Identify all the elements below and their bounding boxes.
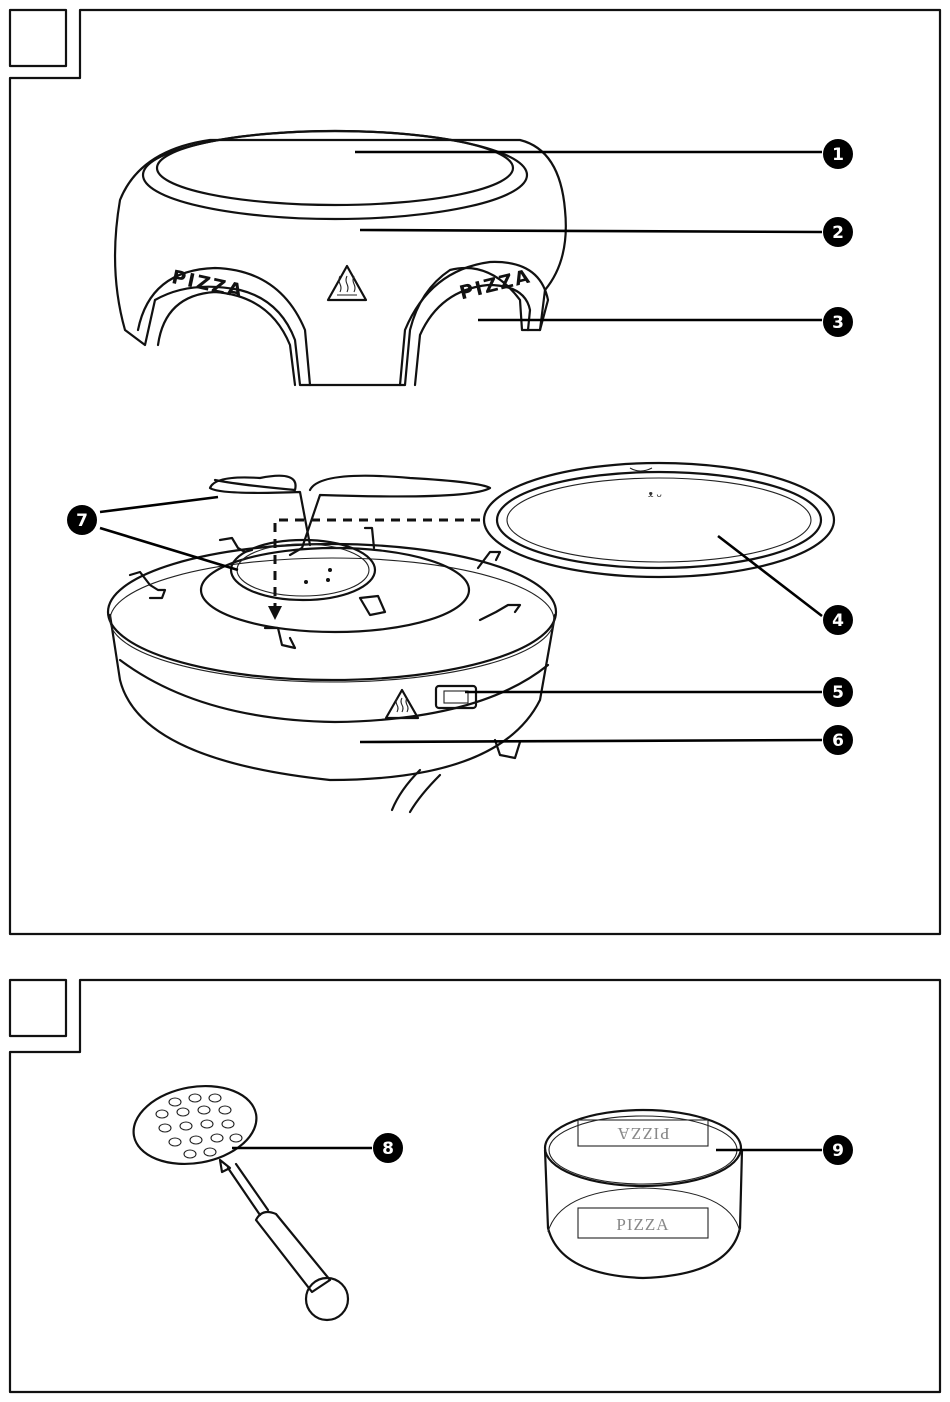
- svg-text:1: 1: [832, 145, 844, 165]
- callout-badge-5: 5: [823, 677, 853, 707]
- skimmer-tool: [127, 1077, 348, 1320]
- svg-text:2: 2: [832, 223, 844, 243]
- callout-lines: [100, 152, 822, 742]
- dome-label-left: PIZZA: [170, 266, 246, 303]
- callout-badge-8: 8: [373, 1133, 403, 1163]
- svg-text:7: 7: [76, 511, 88, 531]
- callout-badge-7: 7: [67, 505, 97, 535]
- figure-2-frame: [10, 980, 940, 1392]
- callout-badge-9: 9: [823, 1135, 853, 1165]
- svg-text:6: 6: [832, 731, 844, 751]
- callout-badge-3: 3: [823, 307, 853, 337]
- ring-label-back: PIZZA: [616, 1124, 669, 1143]
- svg-text:4: 4: [832, 611, 844, 631]
- pizza-stone: ᴥ ᴗ: [484, 463, 834, 577]
- svg-text:5: 5: [832, 683, 844, 703]
- dome-label-right: PIZZA: [457, 265, 533, 304]
- callout-badge-6: 6: [823, 725, 853, 755]
- pizza-dome: PIZZA PIZZA: [115, 131, 566, 385]
- callout-badge-1: 1: [823, 139, 853, 169]
- pizza-ring: PIZZA PIZZA: [545, 1110, 742, 1278]
- oven-base: [108, 476, 556, 812]
- callout-badge-2: 2: [823, 217, 853, 247]
- svg-text:3: 3: [832, 313, 844, 333]
- svg-text:ᴥ ᴗ: ᴥ ᴗ: [648, 490, 662, 500]
- svg-text:9: 9: [832, 1141, 844, 1161]
- ring-label-front: PIZZA: [616, 1215, 669, 1234]
- figure-1-frame: [10, 10, 940, 934]
- callout-badge-4: 4: [823, 605, 853, 635]
- svg-text:8: 8: [382, 1139, 394, 1159]
